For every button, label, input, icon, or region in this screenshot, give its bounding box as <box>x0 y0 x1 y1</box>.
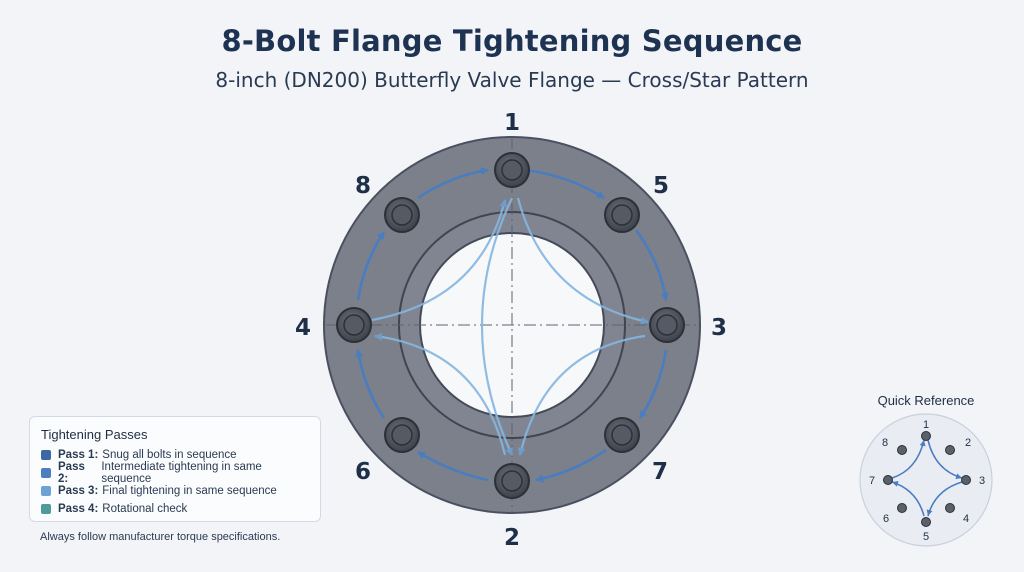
qr-label-5: 5 <box>923 531 929 543</box>
bolt-1 <box>494 152 530 188</box>
bolt-label-3: 3 <box>711 315 727 341</box>
bolt-2 <box>494 463 530 499</box>
legend-pass-3-text: Final tightening in same sequence <box>102 485 277 497</box>
legend-pass-4-text: Rotational check <box>102 503 188 515</box>
torque-note: Always follow manufacturer torque specif… <box>40 531 281 543</box>
qr-label-4: 4 <box>963 513 969 525</box>
legend-title: Tightening Passes <box>41 427 148 442</box>
qr-label-8: 8 <box>882 437 888 449</box>
qr-bolt-5 <box>921 517 931 527</box>
bolt-label-7: 7 <box>652 459 668 485</box>
legend-pass-2-name: Pass 2: <box>58 461 85 485</box>
qr-label-1: 1 <box>923 419 929 431</box>
bolt-label-2: 2 <box>504 525 520 551</box>
bolt-label-6: 6 <box>355 459 371 485</box>
legend-pass-3-name: Pass 3: <box>58 485 99 497</box>
qr-bolt-1 <box>921 431 931 441</box>
bolt-8 <box>384 197 420 233</box>
perimeter-arrow-1-5 <box>525 168 605 200</box>
qr-arc-1-3 <box>927 439 963 480</box>
tightening-passes-legend: Tightening Passes Pass 1: Snug all bolts… <box>29 416 321 522</box>
star-arc-1-3 <box>516 197 649 325</box>
bolt-5 <box>604 197 640 233</box>
diagram-subtitle: 8-inch (DN200) Butterfly Valve Flange — … <box>215 68 809 92</box>
diagram-title: 8-Bolt Flange Tightening Sequence <box>221 24 803 58</box>
star-arc-4-1 <box>371 199 508 322</box>
bolt-label-1: 1 <box>504 110 520 136</box>
perimeter-arrow-6-4 <box>355 349 386 419</box>
star-arc-3-2 <box>517 334 646 456</box>
qr-bolt-2 <box>945 445 955 455</box>
star-arc-2-4 <box>374 332 507 456</box>
bolt-label-8: 8 <box>355 173 371 199</box>
qr-bolt-3 <box>961 475 971 485</box>
perimeter-arrow-7-2 <box>535 448 607 483</box>
perimeter-arrow-4-8 <box>356 231 386 301</box>
star-arc-1-2 <box>481 197 513 456</box>
quick-reference-title: Quick Reference <box>877 393 975 408</box>
legend-swatch-pass-1 <box>41 450 51 460</box>
bolt-label-5: 5 <box>653 173 669 199</box>
legend-item-pass-3: Pass 3: Final tightening in same sequenc… <box>41 482 310 500</box>
legend-swatch-pass-2 <box>41 468 51 478</box>
qr-bolt-8 <box>897 445 907 455</box>
perimeter-arrow-2-6 <box>417 450 489 482</box>
qr-arc-3-5 <box>926 481 963 517</box>
bolt-7 <box>604 417 640 453</box>
bolt-6 <box>384 417 420 453</box>
perimeter-arrow-5-3 <box>634 229 669 301</box>
qr-label-3: 3 <box>979 475 985 487</box>
quick-reference-disc <box>859 413 993 547</box>
legend-pass-2-text: Intermediate tightening in same sequence <box>101 461 262 485</box>
legend-pass-1-text: Snug all bolts in sequence <box>102 449 237 461</box>
qr-arc-7-1 <box>891 439 926 479</box>
qr-bolt-4 <box>945 503 955 513</box>
perimeter-arrow-3-7 <box>638 349 668 419</box>
legend-pass-1-name: Pass 1: <box>58 449 99 461</box>
qr-bolt-6 <box>897 503 907 513</box>
bolt-label-4: 4 <box>295 315 311 341</box>
qr-bolt-7 <box>883 475 893 485</box>
qr-label-7: 7 <box>869 475 875 487</box>
bolt-4 <box>336 307 372 343</box>
bolt-3 <box>649 307 685 343</box>
perimeter-arrow-8-1 <box>417 167 489 200</box>
qr-label-2: 2 <box>965 437 971 449</box>
legend-pass-4-name: Pass 4: <box>58 503 99 515</box>
legend-item-pass-1: Pass 1: Snug all bolts in sequence <box>41 446 310 464</box>
legend-item-pass-4: Pass 4: Rotational check <box>41 500 310 518</box>
legend-swatch-pass-4 <box>41 504 51 514</box>
legend-item-pass-2: Pass 2: Intermediate tightening in same … <box>41 461 310 485</box>
qr-label-6: 6 <box>883 513 889 525</box>
legend-swatch-pass-3 <box>41 486 51 496</box>
qr-arc-5-7 <box>891 480 925 517</box>
